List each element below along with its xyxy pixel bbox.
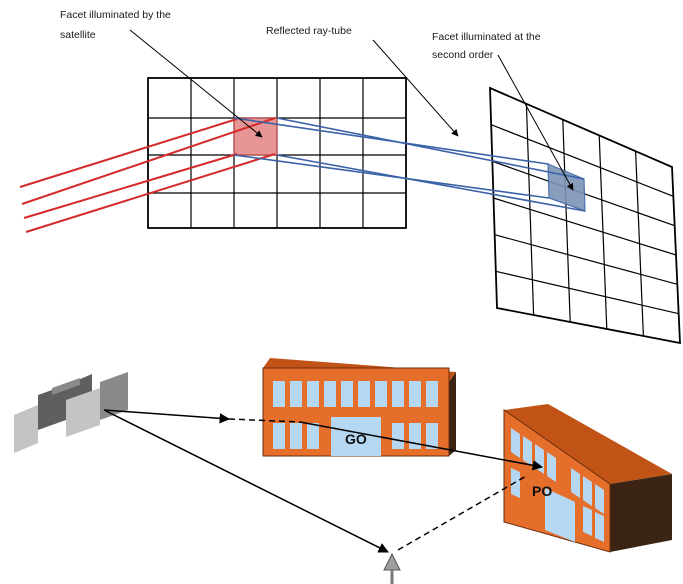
label-facet-second-order: Facet illuminated at the (432, 31, 541, 43)
label-facet-satellite: Facet illuminated by the (60, 9, 171, 21)
building-po-icon (503, 404, 672, 553)
label-reflected-ray-tube: Reflected ray-tube (266, 25, 352, 37)
propagation-paths (103, 409, 544, 553)
receiver-antenna-icon (383, 552, 401, 584)
label-po: PO (532, 483, 552, 499)
first-facet-grid (147, 77, 407, 229)
incident-rays (19, 117, 276, 233)
label-facet-satellite-line2: satellite (60, 29, 96, 41)
facet-illuminated-second (547, 163, 586, 212)
reflected-ray-tube (233, 117, 586, 212)
label-go: GO (345, 431, 367, 447)
second-facet-grid (489, 86, 681, 345)
building-go-icon (262, 358, 456, 457)
satellite-icon (14, 372, 128, 453)
callout-arrows (129, 29, 574, 191)
label-facet-second-order-line2: second order (432, 49, 494, 61)
